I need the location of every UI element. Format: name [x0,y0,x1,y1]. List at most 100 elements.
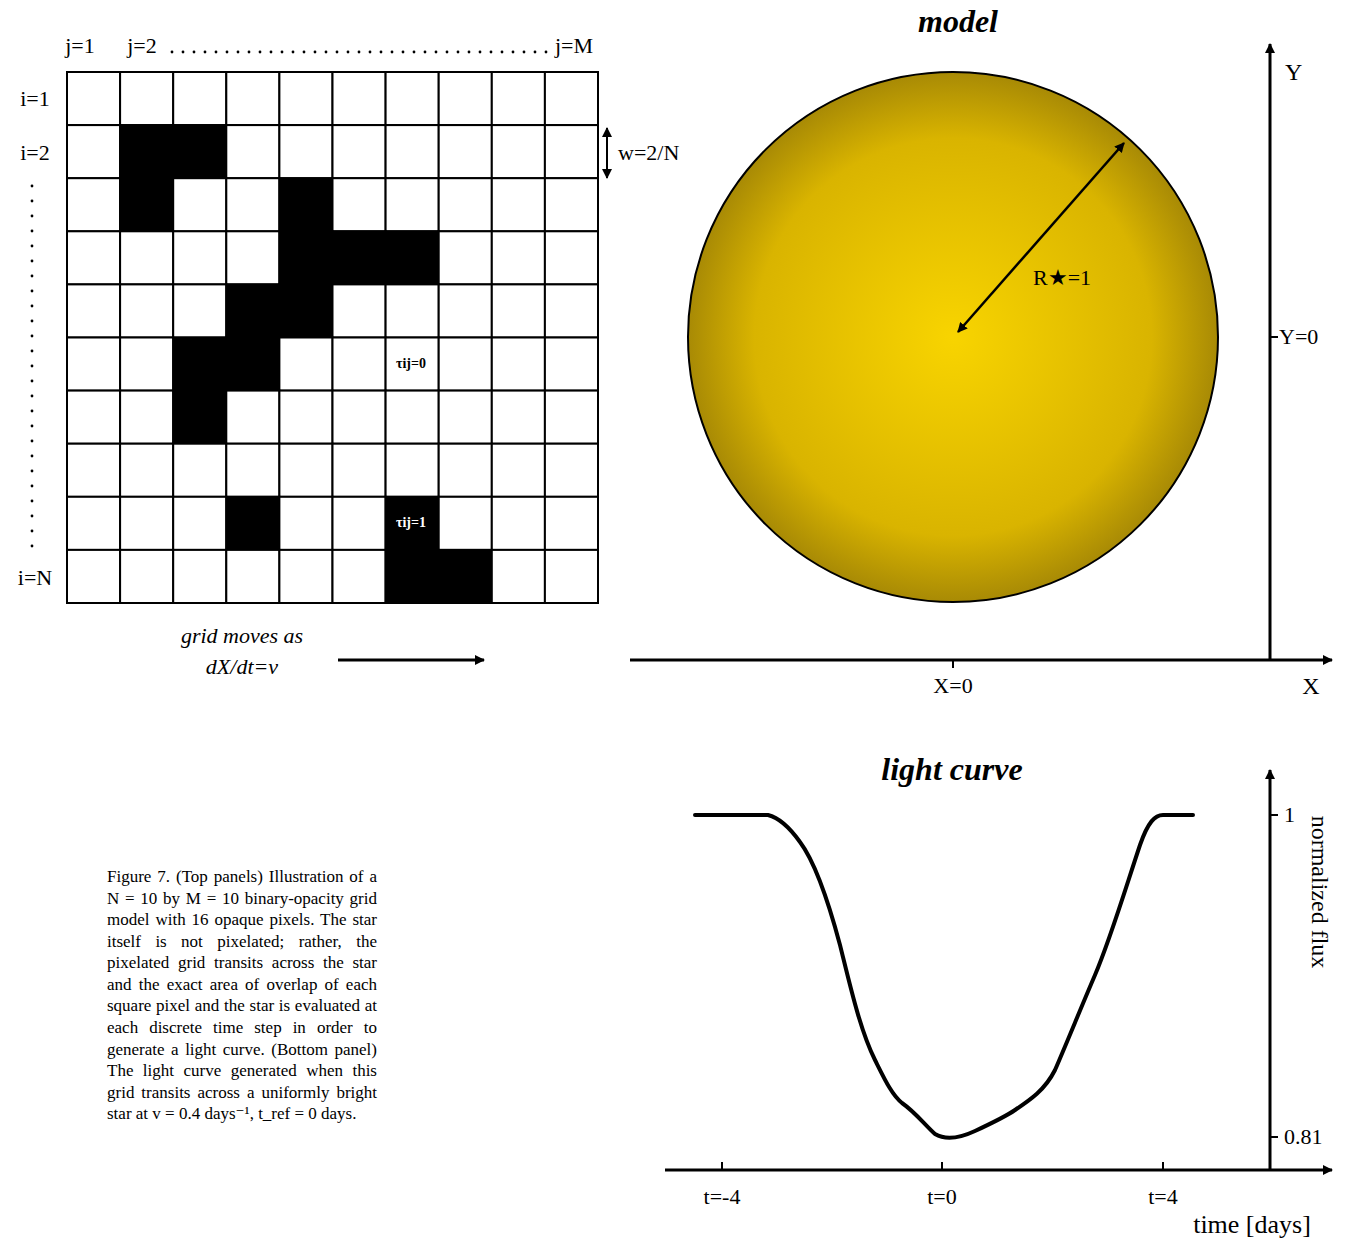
grid-pixel [492,391,545,444]
grid-pixel [226,72,279,125]
ellipsis-dot [534,51,537,54]
grid-pixel [173,178,226,231]
tick [721,1162,723,1170]
tick [1270,814,1278,816]
grid-pixel [120,338,173,391]
grid-pixel [173,550,226,603]
grid-pixel [545,231,598,284]
ellipsis-dot [424,51,427,54]
ellipsis-dot [413,51,416,54]
ellipsis-dot [31,335,34,338]
opacity-label: τij=0 [396,356,426,371]
ellipsis-dot [31,455,34,458]
y-axis [1269,44,1272,660]
ellipsis-dot [457,51,460,54]
ellipsis-dot [325,51,328,54]
grid-pixel [173,231,226,284]
ellipsis-dot [31,425,34,428]
opacity-label: τij=1 [396,515,426,530]
grid-pixel [173,338,226,391]
grid-pixel [120,72,173,125]
grid-pixel [67,231,120,284]
grid-pixel [120,231,173,284]
x-axis [630,659,1332,662]
column-label: j=1 [65,34,95,58]
ellipsis-dot [31,545,34,548]
ellipsis-dot [446,51,449,54]
tick-label: t=4 [1148,1185,1178,1209]
grid-pixel [173,444,226,497]
grid-pixel [226,338,279,391]
ellipsis-dot [31,485,34,488]
ellipsis-dot [31,395,34,398]
grid-pixel [279,550,332,603]
ellipsis-dot [226,51,229,54]
ellipsis-dot [31,290,34,293]
grid-pixel [67,338,120,391]
ellipsis-dot [259,51,262,54]
width-label: w=2/N [618,141,679,165]
grid-pixel [386,338,439,391]
ellipsis-dot [281,51,284,54]
grid-pixel [67,284,120,337]
grid-pixel [226,125,279,178]
ellipsis-dot [31,305,34,308]
ellipsis-dot [31,380,34,383]
grid-pixel [67,178,120,231]
ellipsis-dot [523,51,526,54]
ellipsis-dot [369,51,372,54]
ellipsis-dot [31,500,34,503]
grid-pixel [492,125,545,178]
grid-pixel [226,284,279,337]
grid-pixel [279,72,332,125]
grid-pixel [279,338,332,391]
ellipsis-dots [31,51,548,548]
tick-label: Y=0 [1279,325,1318,349]
grid-pixel [120,284,173,337]
ellipsis-dot [512,51,515,54]
ellipsis-dot [31,470,34,473]
ellipsis-dot [545,51,548,54]
ellipsis-dot [380,51,383,54]
width-arrow [606,128,608,178]
grid-pixel [279,497,332,550]
grid-pixel [67,444,120,497]
grid-pixel [386,550,439,603]
grid-pixel [67,391,120,444]
grid-pixel [173,391,226,444]
opacity-grid [67,72,598,603]
grid-pixel [279,125,332,178]
grid-pixel [439,125,492,178]
grid-pixel [439,231,492,284]
tick [941,1162,943,1170]
grid-pixel [439,391,492,444]
grid-pixel [333,497,386,550]
tick-label: 0.81 [1284,1125,1323,1149]
grid-pixel [333,550,386,603]
grid-pixel [545,550,598,603]
grid-pixel [120,444,173,497]
grid-pixel [545,497,598,550]
grid-pixel [333,444,386,497]
grid-pixel [439,444,492,497]
grid-pixel [545,444,598,497]
axis-label: time [days] [1193,1211,1311,1240]
grid-pixel [492,550,545,603]
grid-pixel [545,391,598,444]
grid-pixel [545,72,598,125]
tick [1270,336,1278,338]
grid-pixel [492,178,545,231]
grid-pixel [226,231,279,284]
ellipsis-dot [31,260,34,263]
light-curve [695,815,1193,1138]
ellipsis-dot [248,51,251,54]
grid-pixel [173,497,226,550]
ellipsis-dot [31,230,34,233]
figure-caption: Figure 7. (Top panels) Illustration of a… [107,866,377,1125]
ellipsis-dot [347,51,350,54]
grid-pixel [386,444,439,497]
grid-pixel [226,550,279,603]
grid-pixel [120,178,173,231]
grid-pixel [226,444,279,497]
grid-pixel [439,72,492,125]
